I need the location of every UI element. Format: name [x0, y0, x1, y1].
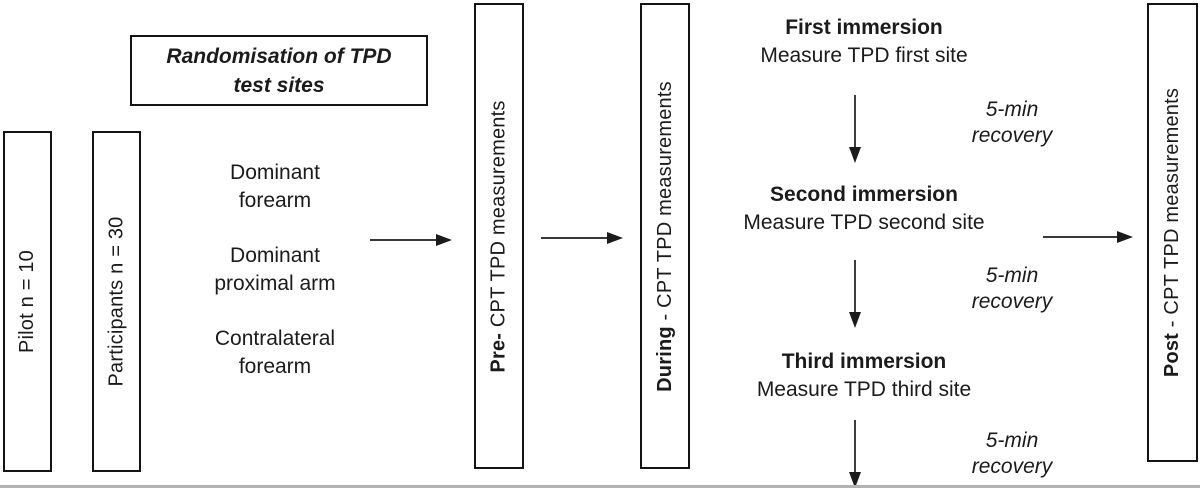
arrow-down-icon	[849, 420, 861, 488]
pre-cpt-label-bold: Pre-	[487, 332, 510, 373]
recovery-label-1: 5-min recovery	[971, 98, 1053, 147]
first-immersion-subtitle: Measure TPD first site	[760, 44, 968, 67]
pilot-label: Pilot n = 10	[16, 249, 38, 354]
recovery-label-2: 5-min recovery	[971, 264, 1053, 313]
arrow-down-icon	[849, 95, 861, 163]
randomisation-label: Randomisation of TPD test sites	[166, 44, 392, 97]
test-site-contralateral-forearm: Contralateral forearm	[214, 327, 336, 378]
pilot-box: Pilot n = 10	[3, 131, 52, 472]
participants-box: Participants n = 30	[92, 131, 141, 472]
pre-cpt-box: Pre- CPT TPD measurements	[474, 3, 524, 469]
post-cpt-label-rest: - CPT TPD measurements	[1161, 87, 1183, 333]
arrow-down-icon	[849, 260, 861, 328]
participants-label: Participants n = 30	[105, 216, 128, 387]
during-cpt-label-bold: During	[653, 325, 676, 392]
arrow-right-icon	[1043, 231, 1133, 243]
second-immersion-subtitle: Measure TPD second site	[743, 211, 985, 234]
arrow-right-icon	[541, 232, 623, 244]
recovery-label-3: 5-min recovery	[971, 429, 1053, 478]
third-immersion-title: Third immersion	[781, 350, 947, 373]
randomisation-box: Randomisation of TPD test sites	[130, 35, 428, 106]
test-site-dominant-proximal-arm: Dominant proximal arm	[214, 244, 336, 295]
first-immersion-block: First immersion Measure TPD first site	[734, 14, 994, 70]
post-cpt-label: Post - CPT TPD measurements	[1161, 88, 1184, 377]
first-immersion-title: First immersion	[785, 16, 943, 39]
second-immersion-title: Second immersion	[770, 183, 958, 206]
second-immersion-block: Second immersion Measure TPD second site	[734, 181, 994, 237]
third-immersion-block: Third immersion Measure TPD third site	[734, 348, 994, 404]
arrow-right-icon	[370, 234, 452, 246]
post-cpt-label-bold: Post	[1161, 332, 1183, 378]
test-site-list: Dominant forearm Dominant proximal arm C…	[200, 159, 350, 381]
during-cpt-label-rest: - CPT TPD measurements	[653, 80, 676, 326]
post-cpt-box: Post - CPT TPD measurements	[1147, 3, 1198, 462]
figure-bottom-border	[0, 485, 1200, 488]
third-immersion-subtitle: Measure TPD third site	[756, 378, 972, 401]
during-cpt-label: During - CPT TPD measurements	[654, 81, 677, 392]
pre-cpt-label-rest: CPT TPD measurements	[487, 99, 510, 333]
test-site-dominant-forearm: Dominant forearm	[230, 161, 320, 212]
during-cpt-box: During - CPT TPD measurements	[640, 3, 690, 469]
pre-cpt-label: Pre- CPT TPD measurements	[488, 100, 511, 372]
